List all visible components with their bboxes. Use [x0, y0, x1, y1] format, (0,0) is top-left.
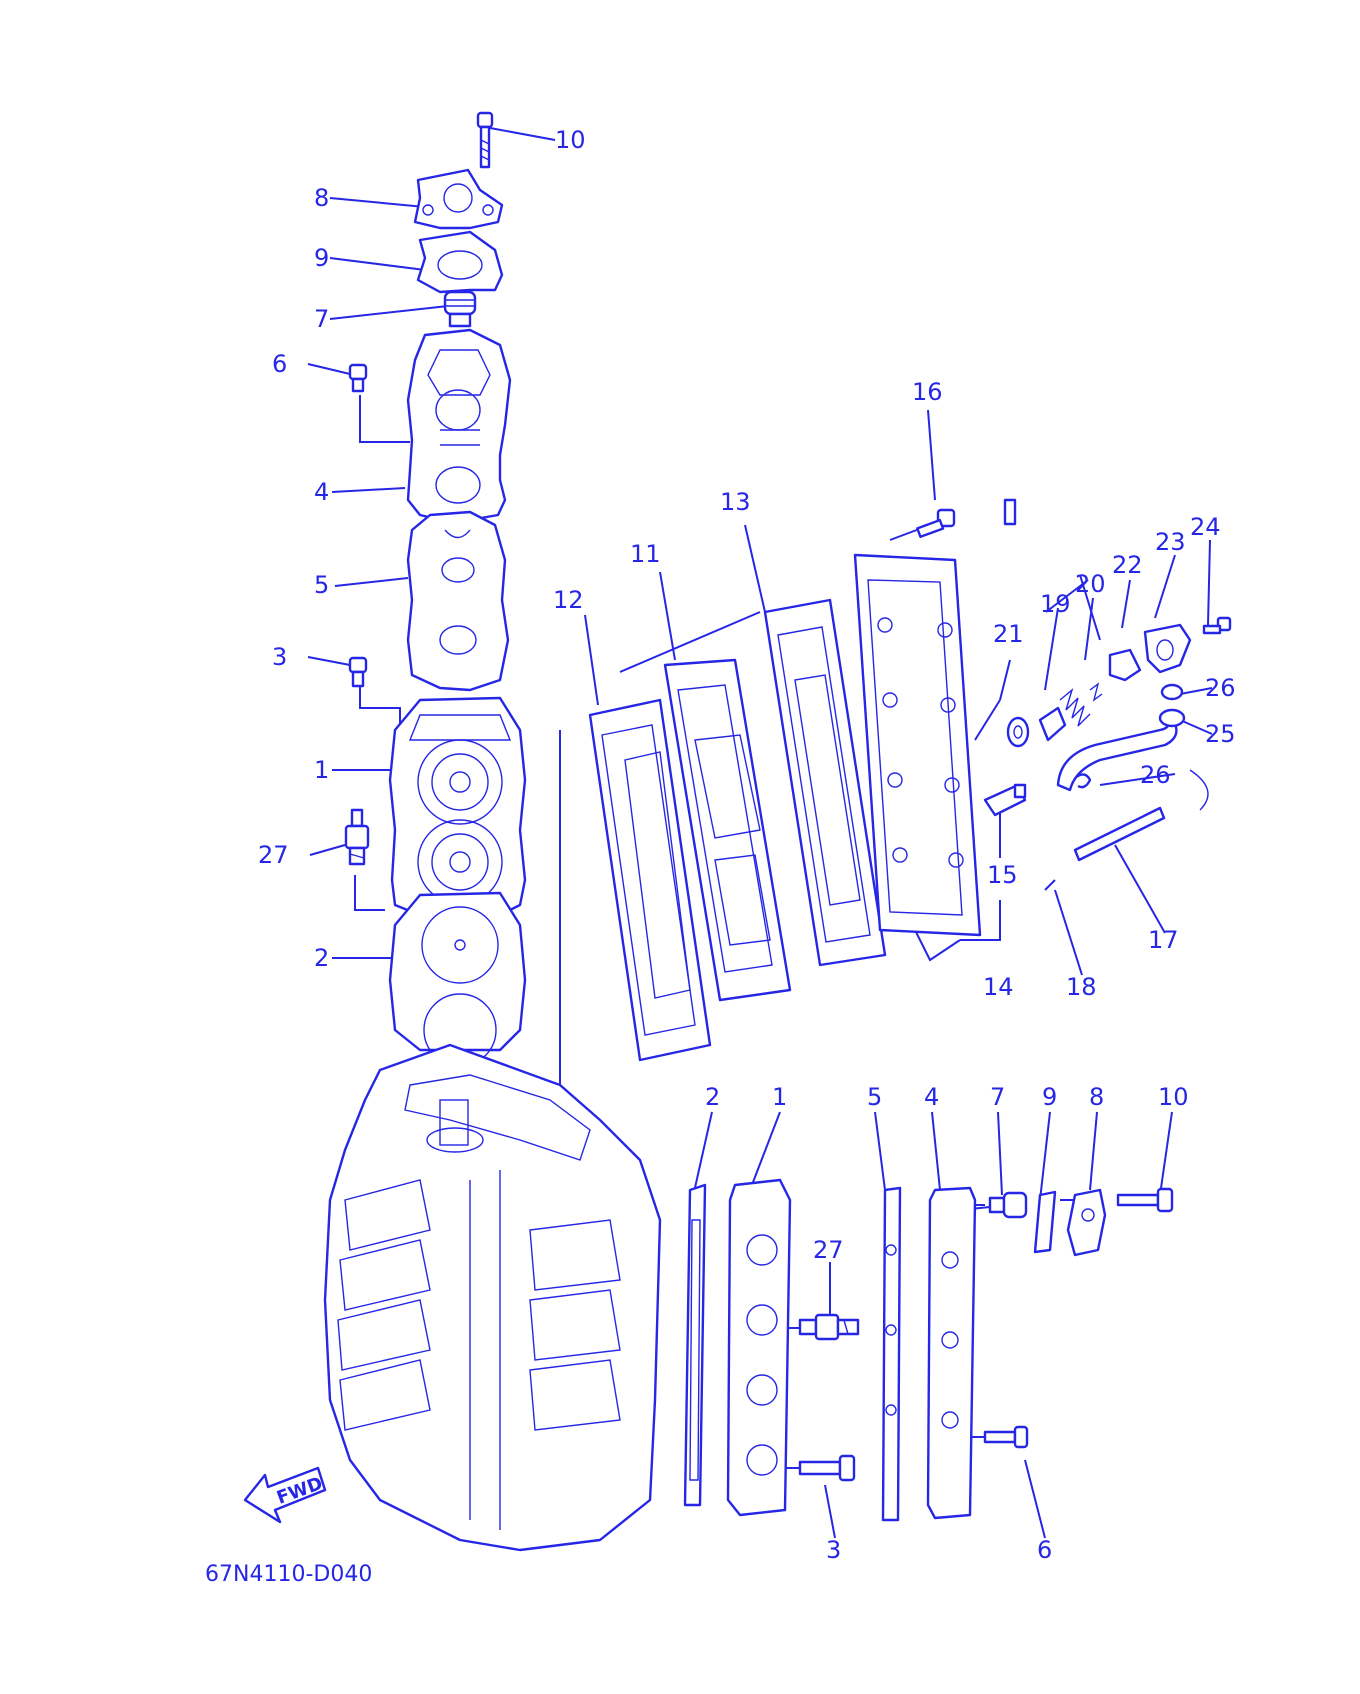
callout-27: 27: [258, 841, 289, 869]
clip-26-lower: [1074, 773, 1092, 789]
callout-4-lower: 4: [924, 1083, 940, 1111]
callout-6: 6: [272, 350, 288, 378]
callout-22: 22: [1112, 551, 1143, 579]
gasket-12: [588, 698, 712, 1062]
gasket-5-lower: [881, 1186, 902, 1522]
callout-18: 18: [1066, 973, 1097, 1001]
bolt-3-lower: [798, 1454, 856, 1482]
diagram-code: 67N4110-D040: [205, 1562, 373, 1587]
callout-13: 13: [720, 488, 751, 516]
callout-6-lower: 6: [1037, 1536, 1053, 1564]
cylinder-head-1: [388, 696, 527, 917]
bolt-6-upper: [348, 363, 368, 393]
bolt-10-lower: [1116, 1187, 1174, 1213]
pin-upper: [1003, 498, 1017, 526]
callout-11: 11: [630, 540, 661, 568]
callout-27-lower: 27: [813, 1236, 844, 1264]
fwd-arrow: FWD: [243, 1466, 327, 1524]
callout-19: 19: [1040, 590, 1071, 618]
hose-17: [1073, 769, 1209, 862]
gasket-13: [763, 598, 887, 967]
spring-20: [1059, 682, 1103, 727]
cylinder-head-gasket-2: [388, 891, 527, 1067]
callout-14: 14: [983, 973, 1014, 1001]
joint-15: [983, 783, 1027, 817]
callout-1: 1: [314, 756, 330, 784]
callout-2-lower: 2: [705, 1083, 721, 1111]
callout-4: 4: [314, 478, 330, 506]
gasket-5: [406, 510, 510, 692]
callout-17: 17: [1148, 926, 1179, 954]
thermostat-7-lower: [988, 1191, 1028, 1219]
callout-16: 16: [912, 378, 943, 406]
water-jacket-cover-4: [406, 328, 512, 524]
callout-2: 2: [314, 944, 330, 972]
housing-23: [1143, 623, 1192, 674]
gasket-22: [1108, 648, 1142, 682]
callout-26-upper: 26: [1205, 674, 1236, 702]
callout-26-lower: 26: [1140, 761, 1171, 789]
bolt-24: [1202, 616, 1232, 635]
spark-plug-27-upper: [344, 808, 370, 866]
callout-23: 23: [1155, 528, 1186, 556]
callout-9-lower: 9: [1042, 1083, 1058, 1111]
spark-plug-27-lower: [798, 1313, 860, 1341]
callout-20: 20: [1075, 570, 1106, 598]
callout-8-lower: 8: [1089, 1083, 1105, 1111]
callout-5-lower: 5: [867, 1083, 883, 1111]
water-jacket-cover-4-lower: [926, 1186, 977, 1520]
pin-18: [1044, 879, 1056, 891]
callout-5: 5: [314, 571, 330, 599]
cap-21: [1006, 716, 1030, 748]
callout-7: 7: [314, 305, 330, 333]
clip-26-upper: [1160, 683, 1184, 701]
bolt-3-upper: [348, 656, 368, 688]
cylinder-head-1-lower: [726, 1178, 792, 1517]
callout-3-lower: 3: [826, 1536, 842, 1564]
bolt-6-lower: [983, 1425, 1029, 1449]
callout-15: 15: [987, 861, 1018, 889]
cylinder-block: [323, 1043, 662, 1552]
gasket-9-lower: [1033, 1190, 1057, 1254]
bolt-16: [916, 508, 956, 539]
gasket-9: [416, 230, 504, 294]
callout-3: 3: [272, 643, 288, 671]
callout-7-lower: 7: [990, 1083, 1006, 1111]
gasket-2-lower: [683, 1183, 707, 1507]
callout-10-lower: 10: [1158, 1083, 1189, 1111]
callout-12: 12: [553, 586, 584, 614]
callout-9: 9: [314, 244, 330, 272]
hose-25: [1056, 708, 1186, 792]
exhaust-cover-14: [853, 553, 982, 937]
callout-1-lower: 1: [772, 1083, 788, 1111]
callout-25: 25: [1205, 720, 1236, 748]
callout-10: 10: [555, 126, 586, 154]
thermostat-7: [443, 290, 477, 328]
exhaust-plate-11: [663, 658, 792, 1002]
bolt-10-top: [476, 111, 494, 169]
cover-8: [413, 168, 504, 230]
callout-8: 8: [314, 184, 330, 212]
callout-21: 21: [993, 620, 1024, 648]
cover-8-lower: [1066, 1188, 1107, 1257]
callout-24: 24: [1190, 513, 1221, 541]
valve-19: [1038, 706, 1067, 742]
